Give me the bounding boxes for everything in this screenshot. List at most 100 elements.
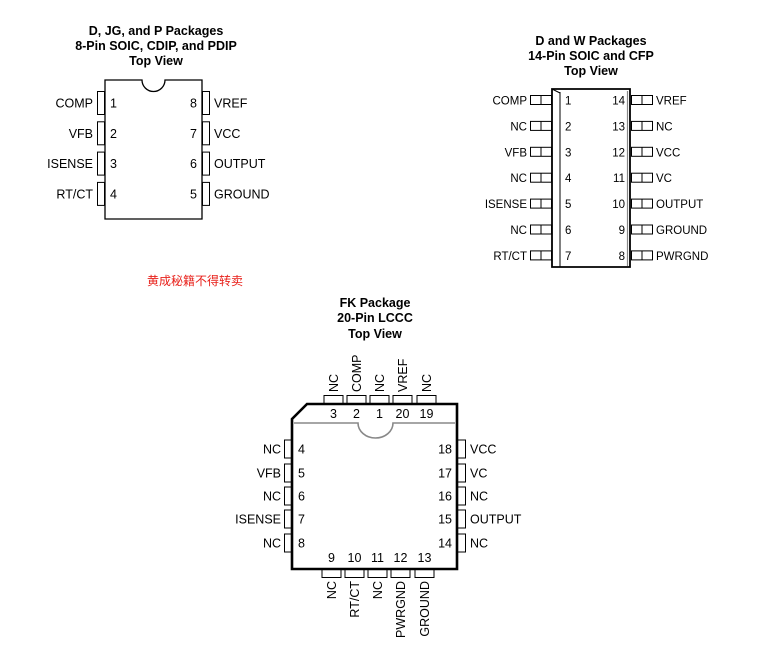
fk20-index-notch — [294, 422, 455, 439]
pin-number: 8 — [619, 251, 625, 263]
dip8-pin-3: ISENSE 3 — [47, 151, 117, 176]
pin-number: 5 — [298, 467, 305, 481]
pin-number: 18 — [438, 443, 452, 457]
dip8-pin-7: 7 VCC — [190, 121, 240, 146]
pin-number: 11 — [371, 551, 384, 565]
dip8-title: D, JG, and P Packages 8-Pin SOIC, CDIP, … — [75, 24, 237, 68]
pin-name: VFB — [257, 467, 281, 481]
pin-name: GROUND — [418, 581, 432, 637]
pin-lead — [202, 181, 210, 206]
pin-name: NC — [510, 121, 527, 133]
pin-name: NC — [263, 443, 281, 457]
pin-name: OUTPUT — [470, 513, 522, 527]
pin-name: GROUND — [656, 225, 707, 237]
so14-pin-14: 14 VREF — [612, 95, 687, 108]
pin-number: 13 — [612, 121, 625, 133]
pin-name: VCC — [470, 443, 496, 457]
dip8-title-line-2: 8-Pin SOIC, CDIP, and PDIP — [75, 39, 237, 53]
pin-name: VC — [470, 467, 487, 481]
pin-name: NC — [325, 581, 339, 599]
pin-number: 1 — [376, 407, 383, 421]
pin-number: 6 — [190, 157, 197, 171]
fk20-body — [290, 402, 459, 571]
pin-name: NC — [263, 537, 281, 551]
so14-pin-11: 11 VC — [613, 172, 672, 185]
so14-title-line-3: Top View — [564, 64, 618, 78]
pin-name: ISENSE — [485, 199, 528, 211]
pin-number: 3 — [110, 157, 117, 171]
so14-title: D and W Packages 14-Pin SOIC and CFP Top… — [528, 34, 654, 78]
pin-number: 15 — [438, 513, 452, 527]
so14-pin-9: 9 GROUND — [619, 224, 707, 237]
fk20-title-line-2: 20-Pin LCCC — [337, 311, 413, 325]
fk20-title: FK Package 20-Pin LCCC Top View — [337, 296, 413, 341]
dip8-body — [104, 79, 203, 220]
pin-number: 9 — [619, 225, 625, 237]
pin-name: VCC — [214, 127, 240, 141]
pin-number: 17 — [438, 467, 452, 481]
fk20-pad-14 — [457, 533, 466, 553]
fk20-pin-5: VFB 5 — [257, 467, 305, 481]
pin-number: 7 — [565, 251, 571, 263]
pin-name: VFB — [69, 127, 93, 141]
pin-name: VREF — [396, 358, 410, 392]
pin-name: ISENSE — [235, 513, 281, 527]
pin-name: VREF — [214, 97, 248, 111]
so14-title-line-1: D and W Packages — [535, 34, 646, 48]
dip8-package: D, JG, and P Packages 8-Pin SOIC, CDIP, … — [47, 24, 270, 220]
pin-name: ISENSE — [47, 157, 93, 171]
fk20-pad-17 — [457, 463, 466, 483]
pin-name: VREF — [656, 96, 687, 108]
pin-name: NC — [371, 581, 385, 599]
pin-number: 16 — [438, 490, 452, 504]
pin-name: NC — [327, 374, 341, 392]
dip8-title-line-1: D, JG, and P Packages — [89, 24, 224, 38]
pin-number: 19 — [420, 407, 434, 421]
pin-lead — [97, 121, 105, 146]
pin-number: 13 — [418, 551, 432, 565]
pin-number: 1 — [110, 97, 117, 111]
pin-number: 1 — [565, 96, 571, 108]
pin-number: 7 — [190, 127, 197, 141]
fk20-title-line-1: FK Package — [340, 296, 411, 310]
pin-name: NC — [420, 374, 434, 392]
pin-number: 12 — [612, 147, 625, 159]
pin-lead — [202, 121, 210, 146]
pin-number: 14 — [438, 537, 452, 551]
pin-number: 2 — [353, 407, 360, 421]
fk20-pad-18 — [457, 439, 466, 459]
pin-name: PWRGND — [394, 581, 408, 638]
pin-name: RT/CT — [56, 187, 93, 201]
pin-number: 14 — [612, 96, 625, 108]
pin-name: COMP — [56, 97, 94, 111]
pin-name: NC — [263, 490, 281, 504]
dip8-title-line-3: Top View — [129, 54, 183, 68]
pin-name: VC — [656, 173, 672, 185]
pin-number: 10 — [612, 199, 625, 211]
pin-number: 11 — [613, 173, 625, 185]
dip8-pin-1: COMP 1 — [56, 91, 117, 115]
